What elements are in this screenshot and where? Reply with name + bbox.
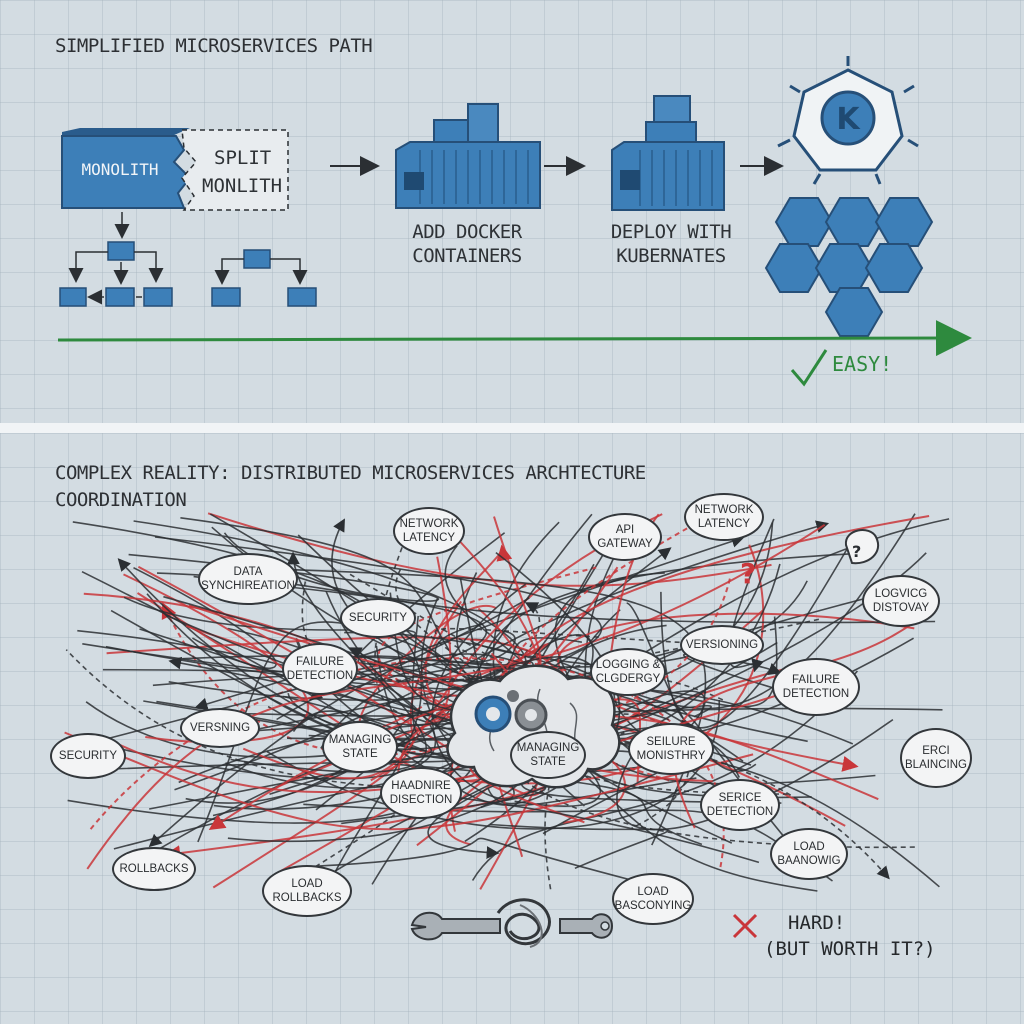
bubble-security-2: SECURITY: [50, 733, 126, 779]
tangle-curve: [431, 583, 527, 800]
bubble-logging: LOGGING &CLGDERGY: [590, 648, 666, 696]
bubble-versning: VERSNING: [180, 708, 260, 748]
progress-line: [57, 320, 972, 357]
tangle-curve: [301, 581, 820, 682]
bottom-panel-title: COMPLEX REALITY: DISTRIBUTED MICROSERVIC…: [55, 462, 646, 511]
bubble-security: SECURITY: [340, 598, 416, 638]
tangle-curves: [64, 512, 950, 893]
tangled-connections: ? ?: [64, 512, 950, 948]
tangle-curve-red: [496, 518, 731, 726]
complex-reality-panel: COMPLEX REALITY: DISTRIBUTED MICROSERVIC…: [0, 433, 1024, 1024]
bubble-versioning: VERSIONING: [680, 625, 764, 665]
checkmark-icon: [790, 349, 828, 387]
split-monolith-label: SPLIT MONLITH: [202, 147, 283, 197]
tangle-curve: [456, 572, 516, 663]
tangle-curve: [626, 602, 757, 773]
tangle-curve: [544, 713, 690, 890]
hexagon-cluster-icon: [764, 197, 934, 337]
kubernetes-logo-icon: K: [777, 56, 919, 185]
tangle-curve: [307, 837, 634, 882]
monolith-label: MONOLITH: [81, 160, 159, 179]
top-panel-drawing: K: [57, 56, 972, 387]
hard-label: HARD! (BUT WORTH IT?): [764, 912, 936, 960]
svg-text:?: ?: [852, 542, 861, 561]
tangle-curve-red: [89, 657, 725, 868]
wrench-knot-icon: [410, 898, 614, 948]
tangle-curve: [616, 718, 894, 831]
cross-icon: [732, 913, 758, 939]
tangle-curve: [727, 518, 775, 673]
tangle-curve: [193, 575, 488, 700]
step-deploy-kubernetes: DEPLOY WITH KUBERNATES: [610, 221, 732, 267]
top-panel-title: SIMPLIFIED MICROSERVICES PATH: [55, 35, 373, 57]
tangle-curve-red: [64, 731, 754, 831]
svg-text:K: K: [836, 102, 861, 137]
simplified-path-panel: SIMPLIFIED MICROSERVICES PATH: [0, 0, 1024, 423]
question-mark-icon: ?: [844, 529, 879, 565]
tangle-curve: [185, 687, 854, 804]
kubernetes-container-icon: [611, 95, 725, 211]
tangle-curve: [84, 653, 808, 746]
tangle-curve: [660, 530, 859, 729]
question-mark-icon: ?: [740, 557, 756, 590]
monolith-decomposition-diagram: [59, 212, 317, 307]
bubble-rollbacks: ROLLBACKS: [112, 847, 196, 891]
easy-label: EASY!: [832, 352, 893, 376]
tangle-curve: [292, 563, 595, 733]
tangle-curve: [559, 741, 890, 880]
monolith-block: [61, 128, 289, 211]
docker-container-icon: [395, 103, 541, 209]
panel-divider: [0, 423, 1024, 433]
tangle-curve: [65, 649, 412, 878]
step-add-docker: ADD DOCKER CONTAINERS: [412, 221, 522, 267]
